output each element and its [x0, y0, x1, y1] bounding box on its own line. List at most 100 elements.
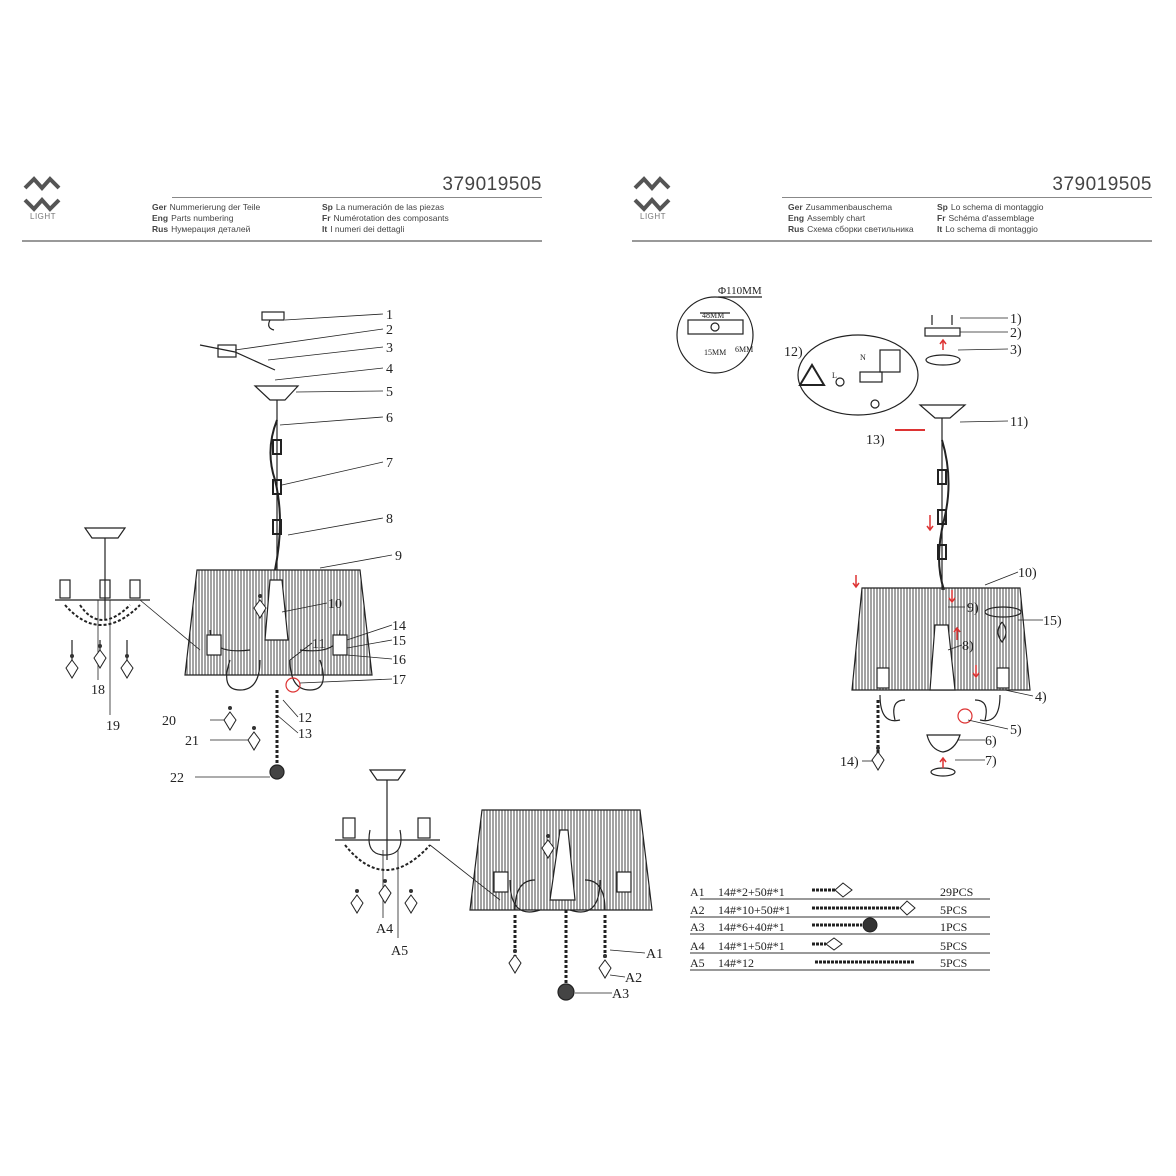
right-main-chandelier: [851, 315, 1031, 777]
table-row: A5 14#*12 5PCS: [690, 956, 990, 971]
part-label: 14): [840, 755, 859, 770]
svg-text:14#*6+40#*1: 14#*6+40#*1: [718, 920, 785, 934]
part-label: 8: [386, 512, 393, 527]
part-label: 6): [985, 734, 997, 749]
part-label: 13: [298, 727, 312, 742]
parts-table: A1 14#*2+50#*1 29PCS A2 14#*10+50#*1 5PCS A3…: [690, 882, 990, 971]
part-label: 12): [784, 345, 803, 360]
bottom-small-chandelier: [335, 769, 440, 871]
left-part-labels: 1 2 3 4 5 6 7 8 9 10 11 12 13 14 15 16 1…: [91, 308, 663, 1002]
part-label: 15): [1043, 614, 1062, 629]
part-label: 11): [1010, 415, 1028, 430]
logo-text: LIGHT: [30, 212, 57, 221]
svg-text:A4: A4: [690, 939, 705, 953]
part-label: 1: [386, 308, 393, 323]
table-row: A4 14#*1+50#*1 5PCS: [690, 939, 990, 954]
part-label: 16: [392, 653, 406, 668]
svg-text:A3: A3: [690, 920, 705, 934]
part-label: 7: [386, 456, 393, 471]
product-code: 379019505: [1052, 174, 1152, 195]
product-code: 379019505: [442, 174, 542, 195]
part-label: 9: [395, 549, 402, 564]
svg-text:5PCS: 5PCS: [940, 903, 967, 917]
part-label: 4: [386, 362, 393, 377]
table-row: A3 14#*6+40#*1 1PCS: [690, 920, 990, 935]
part-label: 9): [967, 601, 979, 616]
svg-text:5PCS: 5PCS: [940, 939, 967, 953]
right-part-labels: 1) 2) 3) 4) 5) 6) 7) 8) 9) 10) 11) 12) 1…: [702, 285, 1062, 770]
svg-text:14#*2+50#*1: 14#*2+50#*1: [718, 885, 785, 899]
part-label: 2: [386, 323, 393, 338]
bracket-diameter: Φ110MM: [718, 285, 762, 297]
part-label: 10): [1018, 566, 1037, 581]
wire-l: L: [832, 371, 837, 380]
mw-logo-icon: [633, 176, 671, 212]
part-label: 19: [106, 719, 120, 734]
part-label: 1): [1010, 312, 1022, 327]
svg-text:1PCS: 1PCS: [940, 920, 967, 934]
mw-logo-icon: [23, 176, 61, 212]
svg-text:A2: A2: [690, 903, 705, 917]
red-arrows: [852, 338, 980, 768]
bracket-offset: 15MM: [704, 348, 726, 357]
part-label: 22: [170, 771, 184, 786]
part-label: 17: [392, 673, 406, 688]
part-label: A5: [391, 944, 408, 959]
table-row: A1 14#*2+50#*1 29PCS: [690, 885, 990, 900]
left-main-chandelier: [184, 311, 373, 780]
part-label: 21: [185, 734, 199, 749]
part-label: 5): [1010, 723, 1022, 738]
part-label: A1: [646, 947, 663, 962]
part-label: 13): [866, 433, 885, 448]
left-small-chandelier: [55, 527, 150, 660]
part-label: 8): [962, 639, 974, 654]
part-label: 5: [386, 385, 393, 400]
table-row: A2 14#*10+50#*1 5PCS: [690, 903, 990, 918]
part-label: 10: [328, 597, 342, 612]
wire-n: N: [860, 353, 866, 362]
part-label: 18: [91, 683, 105, 698]
part-label: 11: [312, 637, 325, 652]
part-label: 7): [985, 754, 997, 769]
chain: [272, 439, 282, 535]
logo-text: LIGHT: [640, 212, 667, 221]
svg-text:29PCS: 29PCS: [940, 885, 973, 899]
svg-text:A5: A5: [690, 956, 705, 970]
svg-text:5PCS: 5PCS: [940, 956, 967, 970]
bracket-width: 48MM: [702, 311, 724, 320]
part-label: A4: [376, 922, 393, 937]
svg-text:A1: A1: [690, 885, 705, 899]
wiring-detail: [797, 334, 919, 416]
svg-text:14#*1+50#*1: 14#*1+50#*1: [718, 939, 785, 953]
part-label: 12: [298, 711, 312, 726]
part-label: 3): [1010, 343, 1022, 358]
bottom-chandelier: [469, 809, 653, 1001]
part-label: 2): [1010, 326, 1022, 341]
part-label: A3: [612, 987, 629, 1002]
bracket-detail: [676, 296, 762, 374]
part-label: 14: [392, 619, 406, 634]
bead-strings: [812, 882, 916, 964]
part-label: 4): [1035, 690, 1047, 705]
part-label: 20: [162, 714, 176, 729]
part-label: 15: [392, 634, 406, 649]
part-label: A2: [625, 971, 642, 986]
part-label: 6: [386, 411, 393, 426]
svg-text:14#*10+50#*1: 14#*10+50#*1: [718, 903, 791, 917]
part-label: 3: [386, 341, 393, 356]
svg-text:14#*12: 14#*12: [718, 956, 754, 970]
bracket-height: 6MM: [735, 345, 753, 354]
